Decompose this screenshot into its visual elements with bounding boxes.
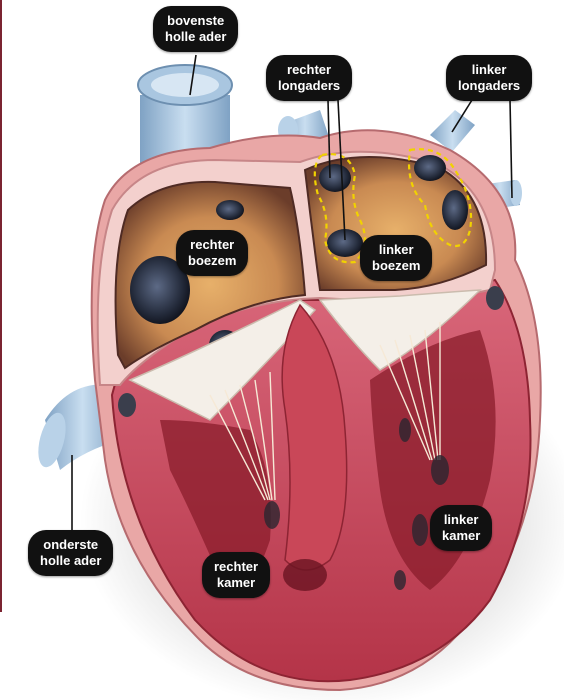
pulmonary-opening-1 [319, 164, 351, 192]
label-right-ventricle: rechter kamer [202, 552, 270, 598]
label-left-pulmonary-veins: linker longaders [446, 55, 532, 101]
label-left-atrium: linker boezem [360, 235, 432, 281]
pulmonary-opening-3 [414, 155, 446, 181]
coronary-vessel-left [118, 393, 136, 417]
coronary-vessel-right [486, 286, 504, 310]
right-atrium-small-opening [216, 200, 244, 220]
label-inferior-vena-cava: onderste holle ader [28, 530, 113, 576]
label-right-pulmonary-veins: rechter longaders [266, 55, 352, 101]
label-right-atrium: rechter boezem [176, 230, 248, 276]
label-left-ventricle: linker kamer [430, 505, 492, 551]
pulmonary-opening-4 [442, 190, 468, 230]
label-superior-vena-cava: bovenste holle ader [153, 6, 238, 52]
